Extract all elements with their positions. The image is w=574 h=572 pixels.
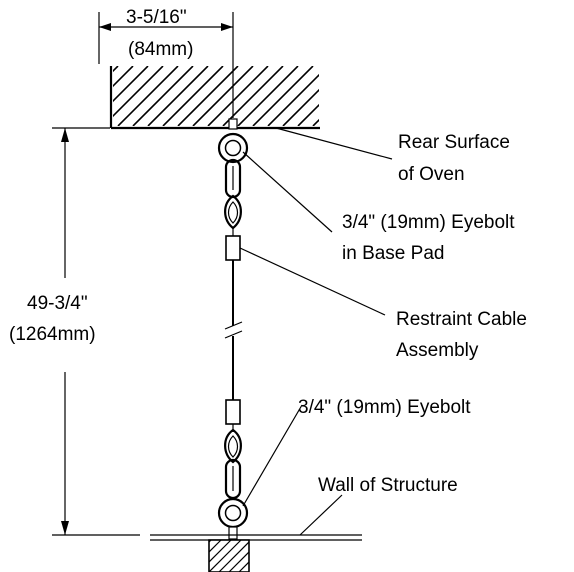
wall-of-structure (150, 534, 362, 572)
hatch-line (252, 66, 314, 126)
label-wall-of-structure: Wall of Structure (318, 475, 458, 496)
wall-hatch-line (248, 571, 249, 572)
leader-eyebolt-wall (242, 404, 303, 507)
wall-hatch-line (228, 551, 249, 572)
upper-thimble-inner (227, 201, 239, 224)
hatch-line (147, 66, 209, 126)
hatch-line (282, 88, 319, 126)
cable-break-mark-1 (224, 321, 243, 330)
width-dimension: 3-5/16" (84mm) (98, 7, 234, 118)
hatch-line (177, 66, 239, 126)
upper-eyebolt-ring-inner (224, 139, 242, 157)
wall-hatch-line (218, 541, 249, 572)
leader-lines (239, 127, 393, 536)
lower-eyebolt (217, 497, 249, 540)
wall-hatch-line (209, 539, 212, 543)
arrowhead-left (99, 23, 111, 31)
upper-eyebolt-shank (228, 118, 238, 130)
label-eyebolt-base-pad-1: 3/4" (19mm) Eyebolt (342, 212, 515, 233)
hatch-line (312, 118, 319, 126)
oven-rear-block (43, 66, 388, 130)
hatch-line (222, 66, 284, 126)
arrowhead-top (61, 128, 69, 142)
wall-hatch-line (209, 539, 232, 563)
hatch-line (113, 66, 134, 88)
lower-eyebolt-ring-inner (224, 504, 242, 522)
hatch-line (117, 66, 179, 126)
height-dim-text-2: (1264mm) (9, 324, 96, 345)
hatch-line (297, 103, 319, 126)
wall-hatch-line (209, 539, 222, 553)
leader-restraint-cable (239, 247, 386, 316)
height-dim-text-1: 49-3/4" (27, 293, 88, 314)
hatch-line (328, 66, 388, 126)
hatch-line (237, 66, 299, 126)
upper-thimble (224, 194, 242, 230)
hatch-line (267, 73, 319, 126)
leader-eyebolt-base-pad (242, 151, 333, 233)
lower-thimble-loop (224, 428, 242, 464)
label-eyebolt-wall: 3/4" (19mm) Eyebolt (298, 397, 471, 418)
width-dim-text-1: 3-5/16" (126, 7, 187, 28)
upper-chain (224, 158, 242, 199)
arrowhead-bottom (61, 521, 69, 535)
upper-ferrule (225, 235, 241, 261)
hatch-line (192, 66, 254, 126)
cable-break-mark-2 (224, 330, 243, 339)
lower-thimble (224, 428, 242, 464)
lower-chain (224, 458, 242, 500)
lower-thimble-inner (227, 435, 239, 458)
label-restraint-cable-2: Assembly (396, 340, 479, 361)
wall-hatch-line (238, 561, 249, 572)
label-rear-surface-1: Rear Surface (398, 132, 510, 153)
leader-wall-of-structure (299, 494, 343, 536)
hatch-line (113, 66, 164, 118)
width-dim-text-2: (84mm) (128, 39, 193, 60)
lower-eyebolt-shank (228, 526, 238, 540)
label-restraint-cable-1: Restraint Cable (396, 309, 527, 330)
hatch-line (113, 66, 149, 103)
wall-hatch-line (209, 539, 242, 572)
label-eyebolt-base-pad-2: in Base Pad (342, 243, 444, 264)
leader-rear-surface (275, 127, 393, 160)
wall-block-hatching (169, 539, 249, 572)
wall-hatch-line (169, 540, 201, 572)
height-dimension: 49-3/4" (1264mm) (9, 127, 140, 536)
oven-hatching (43, 66, 388, 126)
lower-ferrule (225, 399, 241, 425)
restraint-cable (224, 260, 243, 400)
hatch-line (113, 66, 119, 73)
hatch-line (132, 66, 194, 126)
upper-eyebolt (217, 118, 249, 164)
hatch-line (43, 66, 103, 126)
arrowhead-right (221, 23, 233, 31)
label-rear-surface-2: of Oven (398, 164, 465, 185)
hatch-line (162, 66, 224, 126)
hatch-line (207, 66, 269, 126)
